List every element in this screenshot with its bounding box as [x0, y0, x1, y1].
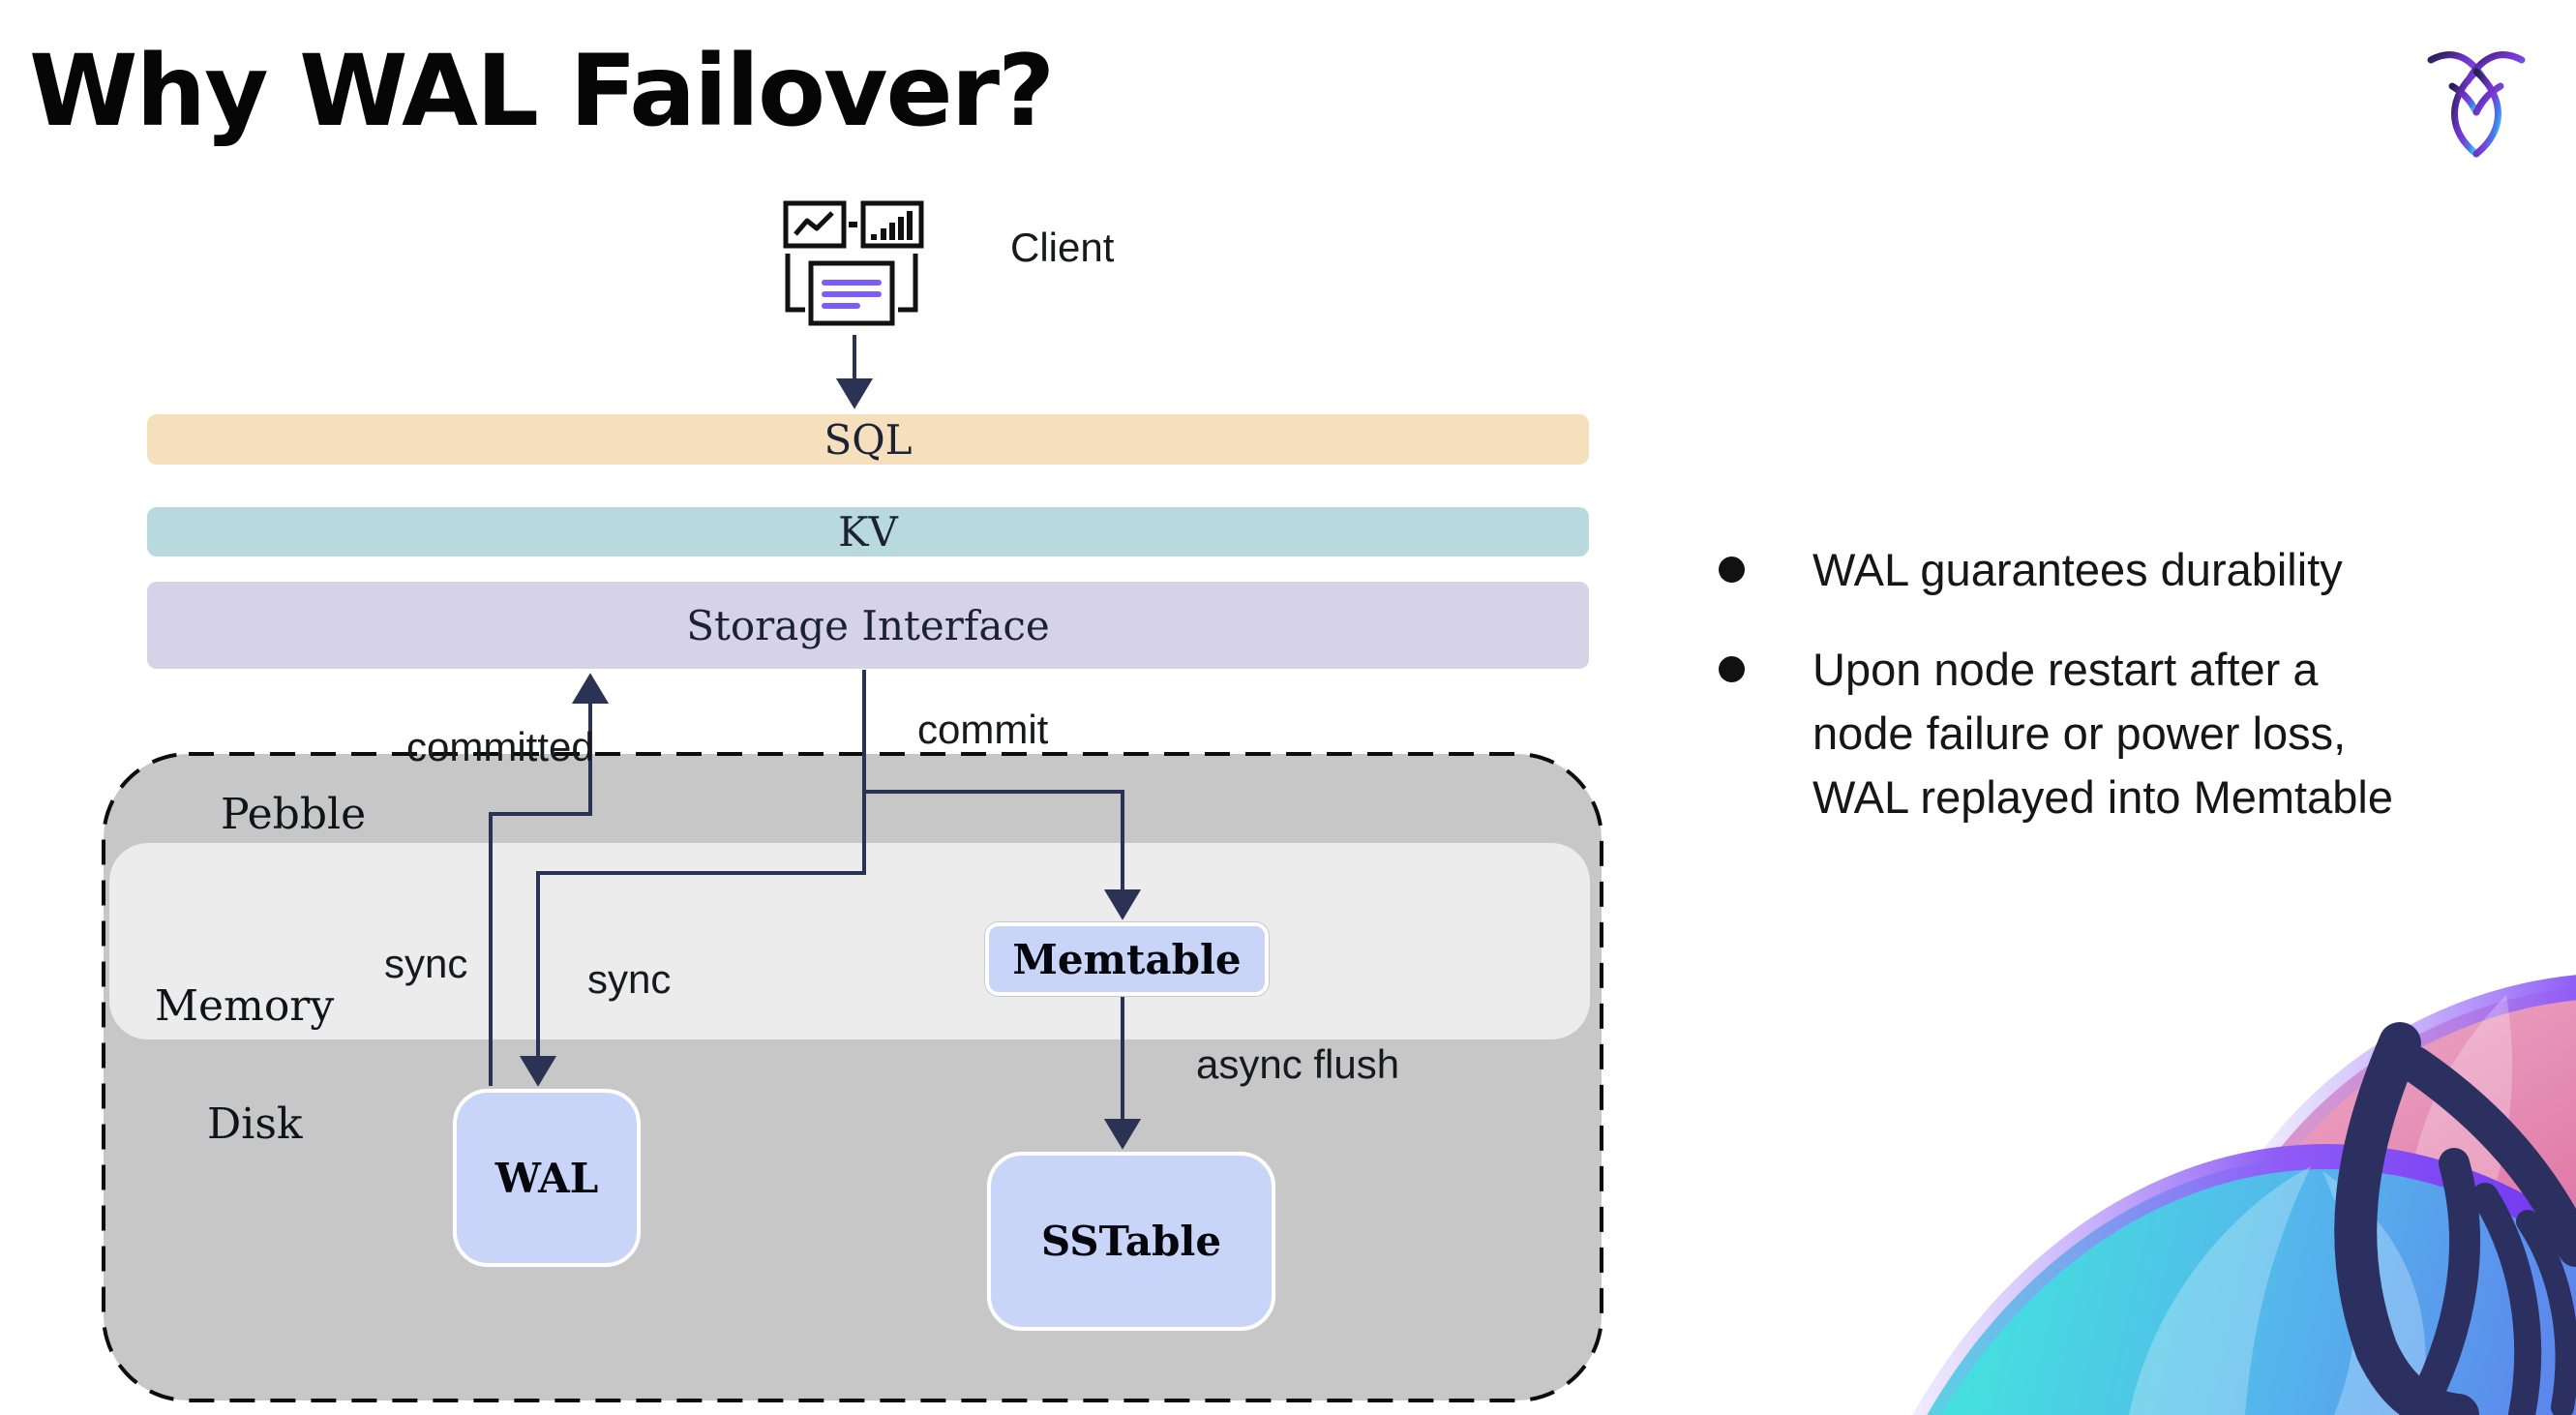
committed-label: committed: [406, 724, 594, 769]
bullet-text: Upon node restart after a node failure o…: [1812, 644, 2393, 823]
layer-sql: SQL: [147, 414, 1589, 465]
client-devices-icon: [783, 200, 924, 326]
pebble-label: Pebble: [221, 790, 367, 839]
layer-storage-label: Storage Interface: [686, 601, 1050, 649]
bullet-dot: [1719, 656, 1745, 682]
brand-art-decoration: [1912, 975, 2576, 1415]
layer-storage-interface: Storage Interface: [147, 582, 1589, 669]
disk-label: Disk: [207, 1099, 303, 1149]
client-label: Client: [1010, 225, 1115, 270]
edge-sync-to-wal: [519, 792, 866, 1087]
layer-sql-label: SQL: [824, 415, 913, 464]
bullet-dot: [1719, 557, 1745, 583]
bullet-item: Upon node restart after a node failure o…: [1719, 638, 2576, 829]
layer-kv-label: KV: [838, 508, 898, 556]
wal-node: WAL: [453, 1089, 641, 1267]
sync-left-label: sync: [384, 941, 468, 986]
layer-kv: KV: [147, 507, 1589, 557]
async-flush-label: async flush: [1196, 1041, 1400, 1087]
bullet-text: WAL guarantees durability: [1812, 544, 2343, 595]
commit-label: commit: [917, 707, 1049, 752]
page-title: Why WAL Failover?: [29, 34, 1055, 149]
sstable-label: SSTable: [1040, 1218, 1222, 1265]
memtable-node: Memtable: [985, 922, 1269, 996]
cockroachdb-logo-icon: [2427, 51, 2526, 158]
bullet-item: WAL guarantees durability: [1719, 538, 2576, 602]
wal-label: WAL: [494, 1154, 599, 1202]
memory-label: Memory: [155, 981, 335, 1031]
sstable-node: SSTable: [987, 1152, 1275, 1331]
memtable-label: Memtable: [1012, 935, 1242, 983]
sync-right-label: sync: [587, 956, 672, 1002]
